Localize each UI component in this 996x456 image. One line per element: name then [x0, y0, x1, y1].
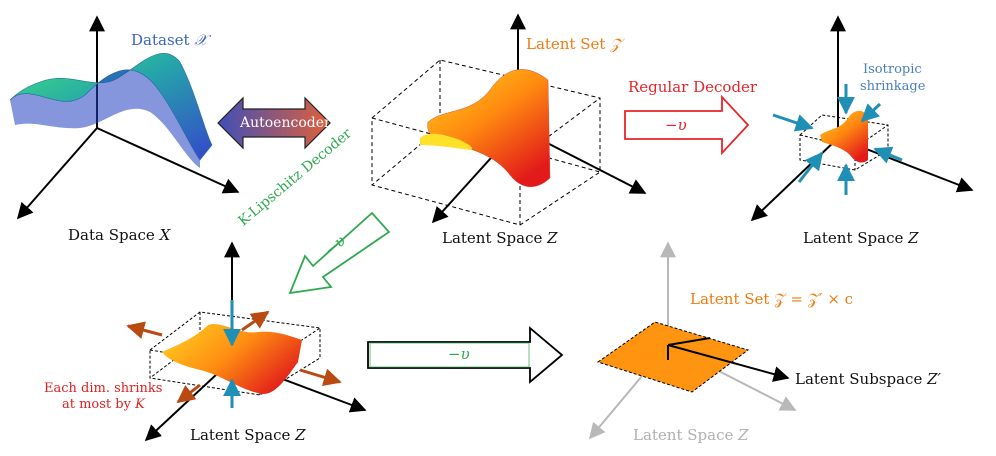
sub-axis-c: [667, 337, 711, 346]
data-space-label: Data Space X: [68, 228, 170, 243]
latent-set-label-var: 𝒵: [610, 35, 622, 53]
lipschitz-space-label-var: Z: [295, 426, 306, 444]
latent-space-panel: [371, 13, 647, 226]
data-space-panel: [9, 15, 240, 220]
shrink-note-line1: Each dim. shrinks: [44, 381, 163, 396]
regular-decoder-symbol: −υ: [665, 116, 687, 134]
latent-set-label-text: Latent Set: [526, 35, 611, 53]
shrink-note-var: K: [135, 397, 145, 412]
regular-latent-panel: [750, 15, 974, 222]
dataset-label-text: Dataset: [131, 31, 195, 49]
reg-axis-y: [750, 137, 839, 222]
lipschitz-space-label-text: Latent Space: [190, 426, 296, 444]
regular-space-label-text: Latent Space: [803, 229, 909, 247]
latent-space-label-text: Latent Space: [442, 229, 548, 247]
dataset-surface: [9, 52, 213, 161]
subspace-latent-label-var: Z: [738, 426, 749, 444]
shrink-note-line2-text: at most by: [62, 397, 136, 412]
data-space-label-text: Data Space: [68, 226, 160, 244]
autoencoder-label: Autoencoder: [240, 115, 331, 131]
isotropic-shrink-arrows: [772, 84, 903, 195]
sub-axis-b: [667, 344, 790, 382]
lipschitz-space-label: Latent Space Z: [190, 428, 306, 443]
shrink-note-line2: at most by K: [62, 398, 145, 411]
latent-space-label: Latent Space Z: [442, 231, 558, 246]
subspace-label-var: Z′: [927, 370, 941, 388]
latent-set-surface: [427, 69, 551, 187]
regular-space-label: Latent Space Z: [803, 231, 919, 246]
lipschitz-latent-panel: [126, 241, 367, 442]
reg-latent-surface: [820, 110, 868, 163]
latent-set-label: Latent Set 𝒵: [526, 37, 622, 52]
subspace-latent-label-text: Latent Space: [633, 426, 739, 444]
data-axis-x: [96, 127, 240, 194]
regular-decoder-arrow: [624, 94, 750, 156]
isotropic-note-line2: shrinkage: [860, 79, 926, 94]
regular-space-label-var: Z: [908, 229, 919, 247]
subspace-latent-label: Latent Space Z: [633, 428, 749, 443]
flat-decoder-arrow: [367, 326, 564, 384]
dataset-surface-front: [10, 69, 200, 168]
latent-subset-plane: [596, 321, 750, 393]
dataset-label: Dataset 𝒳: [131, 33, 207, 48]
subspace-label: Latent Subspace Z′: [795, 372, 941, 387]
isotropic-note-line1: Isotropic: [863, 62, 922, 77]
data-axis-y: [16, 127, 98, 220]
dataset-label-var: 𝒳: [194, 31, 208, 49]
expand-arrows: [126, 310, 342, 404]
latent-bounding-box: [371, 59, 601, 226]
regular-decoder-label: Regular Decoder: [628, 78, 758, 96]
latent-set-fold: [420, 133, 472, 150]
flat-decoder-symbol: −υ: [448, 345, 470, 363]
subspace-panel: [588, 241, 797, 440]
data-space-label-var: X: [159, 226, 171, 244]
lipschitz-decoder-arrow: [288, 211, 391, 295]
autoencoder-arrow: [217, 96, 331, 150]
subspace-set-label: Latent Set 𝒵 = 𝒵′ × c: [690, 290, 854, 308]
lip-latent-surface: [162, 323, 302, 395]
latent-space-label-var: Z: [547, 229, 558, 247]
subspace-label-text: Latent Subspace: [795, 370, 928, 388]
